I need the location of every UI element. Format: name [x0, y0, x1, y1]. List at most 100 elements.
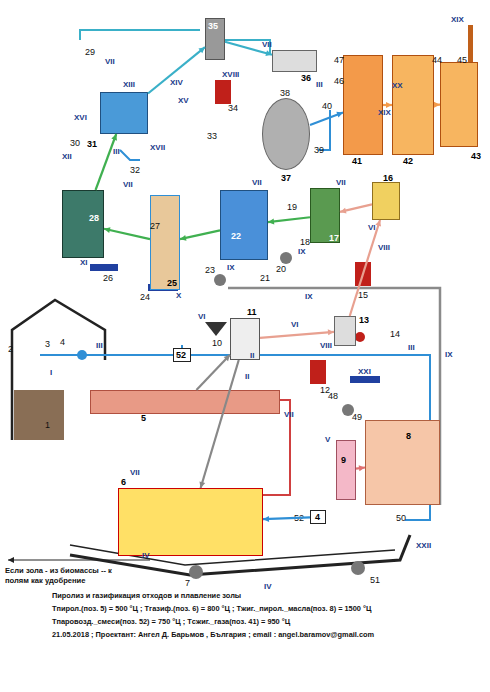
pipe-line [434, 104, 440, 106]
callout-number: 36 [301, 73, 311, 83]
callout-label: 7 [185, 578, 190, 588]
arrow-head [336, 112, 343, 118]
callout-label: 15 [358, 290, 368, 300]
callout-label: III [316, 80, 323, 90]
callout-label: 32 [130, 165, 140, 175]
arrow-head [265, 50, 272, 56]
callout-label: 14 [390, 329, 400, 339]
arrow-head [340, 208, 347, 214]
equipment-unit: 31 [100, 92, 148, 134]
callout-label: 24 [140, 292, 150, 302]
flow-pipe [199, 360, 238, 488]
callout-label: 29 [85, 47, 95, 57]
arrow-head [359, 465, 365, 471]
note-text: Если зола - из биомассы -- к полям как у… [5, 566, 123, 586]
flow-pipe [340, 204, 372, 213]
pipe-line [263, 517, 310, 519]
callout-number: 42 [403, 156, 413, 166]
pipe-line [180, 230, 220, 239]
equipment-unit: 5 [90, 390, 280, 414]
arrow-head [328, 329, 334, 335]
flow-pipe [310, 112, 343, 125]
pipe-line [350, 220, 380, 316]
callout-label: VII [252, 178, 262, 188]
callout-label: XVII [150, 143, 165, 153]
equipment-unit: 52 [173, 348, 191, 362]
flow-pipe [260, 329, 334, 337]
callout-label: 4 [60, 337, 65, 347]
callout-label: XI [80, 258, 88, 268]
callout-label: 3 [45, 339, 50, 349]
flow-pipe [383, 102, 392, 108]
callout-number: 31 [87, 139, 97, 149]
callout-label: IV [264, 582, 272, 592]
callout-label: III [408, 343, 415, 353]
equipment-unit: 4 [310, 510, 326, 524]
equipment-unit: 8 [365, 420, 440, 505]
flow-pipe [356, 465, 365, 471]
flow-pipe [196, 355, 230, 390]
callout-label: VII [284, 410, 294, 420]
callout-label: 27 [150, 221, 160, 231]
callout-label: XVIII [222, 70, 239, 80]
callout-label: IX [305, 292, 313, 302]
callout-number: 25 [167, 278, 177, 288]
pipe-line [383, 104, 392, 106]
callout-label: III [113, 147, 120, 157]
callout-label: VIII [378, 243, 390, 253]
callout-number: 16 [383, 173, 393, 183]
callout-label: 49 [352, 412, 362, 422]
arrow-head [224, 355, 230, 361]
callout-number: 52 [176, 350, 186, 360]
diagram-title: Пиролиз и газификация отходов и плавлени… [52, 591, 241, 601]
callout-number: 43 [471, 151, 481, 161]
flow-pipe [263, 516, 310, 522]
equipment-unit: 42 [392, 55, 434, 155]
callout-label: 23 [205, 265, 215, 275]
flow-pipe [104, 227, 150, 239]
arrow-head [199, 481, 205, 488]
callout-label: 39 [314, 145, 324, 155]
callout-number: 28 [89, 213, 99, 223]
pipe-line [104, 229, 150, 239]
callout-label: X [176, 291, 181, 301]
callout-label: XIII [123, 80, 135, 90]
arrow-head [104, 227, 111, 233]
callout-label: XX [392, 81, 403, 91]
pipe-line [196, 355, 230, 390]
callout-number: 41 [352, 156, 362, 166]
flow-pipe [148, 47, 205, 93]
callout-label: 2 [8, 344, 13, 354]
arrow-head [111, 134, 117, 141]
callout-label: XII [62, 152, 72, 162]
flow-pipe [434, 102, 440, 108]
equipment-unit: 28 [62, 190, 104, 258]
callout-label: 26 [103, 273, 113, 283]
callout-label: XIX [378, 108, 391, 118]
equipment-unit: 16 [372, 182, 400, 220]
callout-label: IX [298, 247, 306, 257]
callout-label: IX [227, 263, 235, 273]
flow-pipe [180, 230, 220, 240]
callout-label: 44 [432, 55, 442, 65]
pipe-line [340, 204, 372, 212]
equipment-unit: 11 [230, 318, 260, 360]
callout-label: IX [445, 350, 453, 360]
callout-label: XIX [451, 15, 464, 25]
note-text: 21.05.2018 ; Проектант: Ангел Д. Барьмов… [52, 630, 374, 640]
arrow-head [180, 235, 187, 241]
callout-number: 4 [315, 512, 320, 522]
callout-label: VI [291, 320, 299, 330]
arrow-head [375, 220, 381, 227]
callout-label: XXI [358, 367, 371, 377]
equipment-unit: 9 [336, 440, 356, 500]
callout-number: 13 [359, 315, 369, 325]
callout-number: 6 [121, 477, 126, 487]
equipment-unit: 37 [262, 98, 310, 170]
arrow-head [263, 516, 269, 522]
callout-label: VIII [320, 341, 332, 351]
note-text: Tпаровозд._смеси(поз. 52) = 750 °Ц ; Tсж… [52, 617, 290, 627]
arrow-head [268, 219, 274, 225]
arrow-head [386, 102, 392, 108]
